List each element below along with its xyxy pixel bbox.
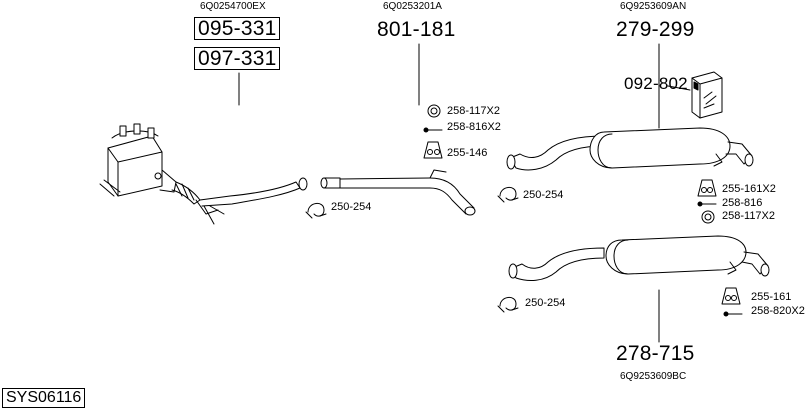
- part-number-dpf-1[interactable]: 095-331: [194, 17, 281, 40]
- bolt-label-mid[interactable]: 258-816X2: [447, 121, 501, 133]
- bolt-icon-rear-upper: [697, 201, 717, 207]
- oe-number-middle: 6Q0253201A: [383, 1, 442, 12]
- hanger-icon-rear-lower: [721, 287, 741, 305]
- diesel-particulate-filter: [99, 123, 308, 225]
- ring-label-mid[interactable]: 258-117X2: [447, 105, 501, 117]
- middle-pipe: [320, 169, 476, 216]
- oe-number-rear-upper: 6Q9253609AN: [620, 1, 687, 12]
- part-number-dpf-2[interactable]: 097-331: [194, 47, 281, 70]
- bolt-label-rear-lower[interactable]: 258-820X2: [751, 305, 805, 317]
- oe-number-front: 6Q0254700EX: [200, 1, 266, 12]
- kit-pointer-line: [667, 85, 691, 91]
- oe-number-rear-lower: 6Q9253609BC: [620, 371, 687, 382]
- clamp-label-rear-upper[interactable]: 250-254: [523, 189, 564, 201]
- part-number-kit[interactable]: 092-802: [624, 74, 688, 93]
- clamp-icon-front: [305, 203, 327, 219]
- ring-icon-rear-upper: [701, 210, 715, 224]
- bolt-icon-mid: [423, 127, 443, 133]
- bolt-label-rear-upper[interactable]: 258-816: [722, 197, 763, 209]
- part-number-rear-upper[interactable]: 279-299: [616, 18, 695, 41]
- ring-label-rear-upper[interactable]: 258-117X2: [722, 210, 776, 222]
- clamp-icon-rear-upper: [497, 187, 519, 203]
- hanger-label-rear-lower[interactable]: 255-161: [751, 291, 792, 303]
- hanger-icon-mid: [423, 141, 443, 159]
- part-number-middle-pipe[interactable]: 801-181: [377, 18, 456, 41]
- clamp-icon-rear-lower: [497, 297, 519, 313]
- rear-silencer-upper: [506, 127, 754, 171]
- hanger-label-mid[interactable]: 255-146: [447, 147, 488, 159]
- mounting-kit-box-icon: [691, 71, 723, 119]
- rear-silencer-lower: [508, 235, 770, 281]
- hanger-label-rear-upper[interactable]: 255-161X2: [722, 183, 776, 195]
- system-id-label: SYS06116: [2, 388, 86, 408]
- clamp-label-rear-lower[interactable]: 250-254: [525, 297, 566, 309]
- ring-icon-mid: [427, 104, 441, 118]
- hanger-icon-rear-upper: [697, 179, 717, 197]
- clamp-label-front[interactable]: 250-254: [331, 201, 372, 213]
- part-number-rear-lower[interactable]: 278-715: [616, 342, 695, 365]
- bolt-icon-rear-lower: [723, 311, 743, 317]
